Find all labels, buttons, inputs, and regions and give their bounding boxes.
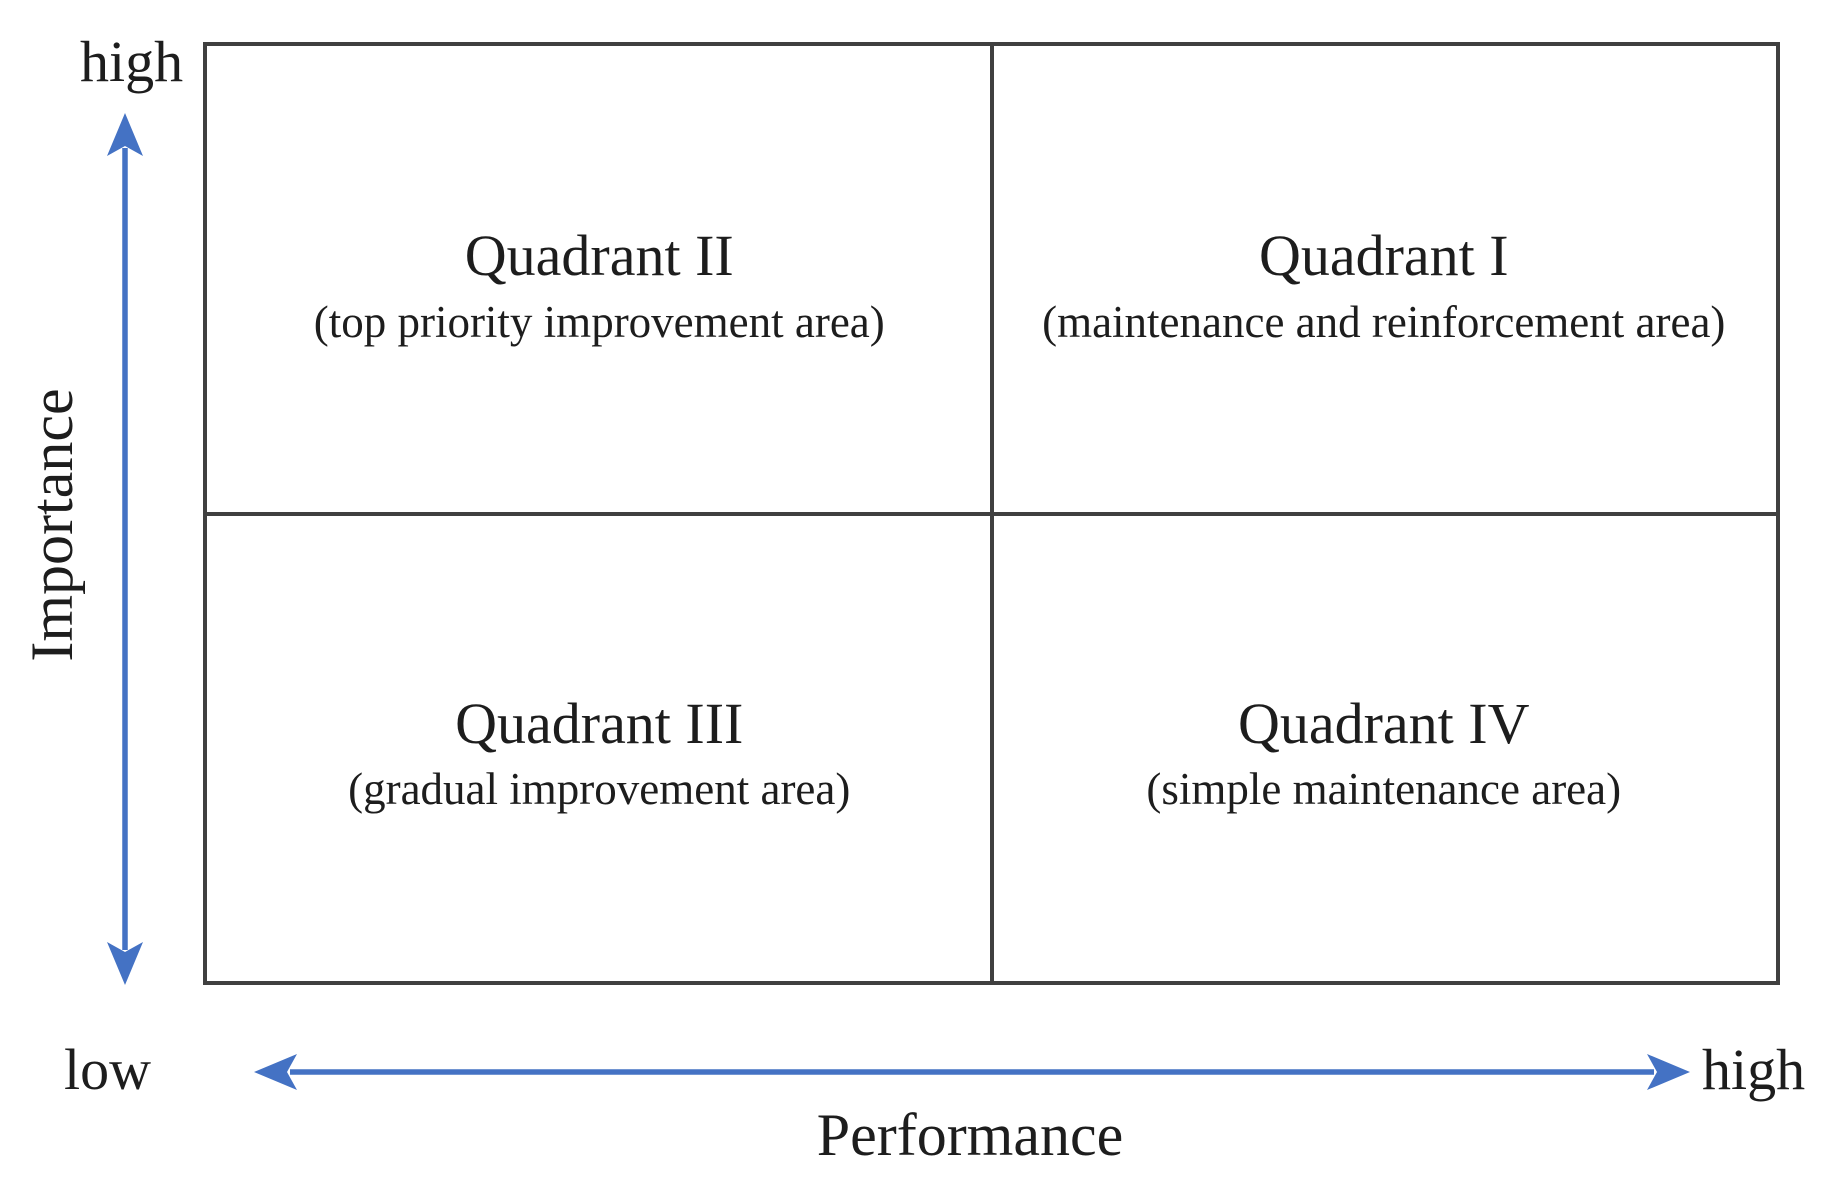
quadrant-subtitle: (gradual improvement area) [348,764,851,815]
quadrant-title: Quadrant I [1258,223,1509,289]
quadrant-subtitle: (top priority improvement area) [313,296,885,347]
arrowhead-down-icon [107,942,143,985]
quadrant-top-left: Quadrant II (top priority improvement ar… [207,46,992,514]
quadrant-title: Quadrant II [464,223,734,289]
origin-low-label: low [64,1037,151,1102]
x-axis-high-label: high [1702,1037,1806,1102]
importance-axis-arrow [107,113,143,985]
quadrant-bottom-right: Quadrant IV (simple maintenance area) [992,514,1777,982]
performance-axis-arrow [254,1054,1690,1090]
quadrant-top-right: Quadrant I (maintenance and reinforcemen… [992,46,1777,514]
quadrant-grid: Quadrant II (top priority improvement ar… [203,42,1780,985]
arrowhead-up-icon [107,113,143,156]
x-axis-title: Performance [816,1102,1124,1168]
grid-horizontal-divider [207,511,1776,516]
quadrant-subtitle: (simple maintenance area) [1146,764,1622,815]
quadrant-bottom-left: Quadrant III (gradual improvement area) [207,514,992,982]
y-axis-high-label: high [80,29,184,94]
quadrant-title: Quadrant IV [1237,690,1530,756]
quadrant-subtitle: (maintenance and reinforcement area) [1042,296,1726,347]
y-axis-title: Importance [19,388,85,662]
quadrant-title: Quadrant III [455,690,744,756]
arrowhead-left-icon [254,1054,297,1090]
arrowhead-right-icon [1647,1054,1690,1090]
